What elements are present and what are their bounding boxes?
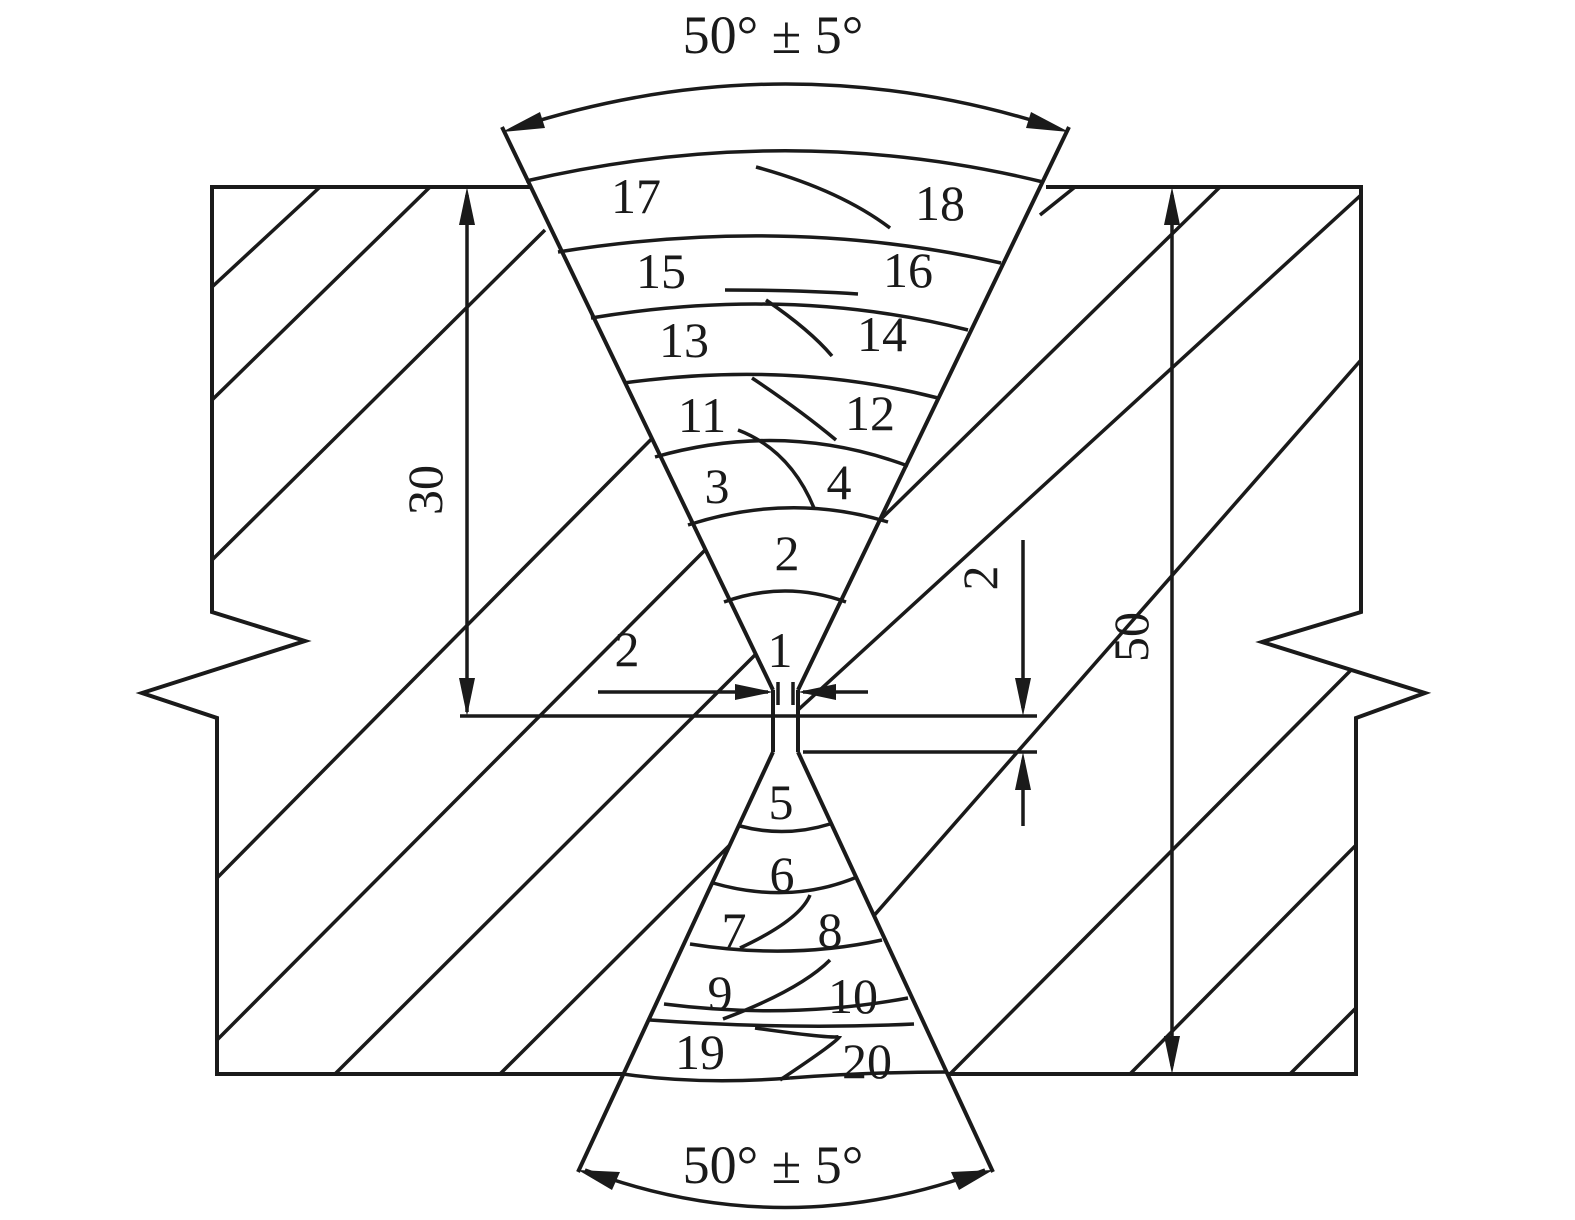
root-face-label: 2 — [952, 566, 1008, 591]
thickness-label: 50 — [1103, 612, 1159, 662]
pass-label-7: 7 — [722, 902, 747, 958]
pass-label-12: 12 — [845, 385, 895, 441]
pass-label-11: 11 — [678, 387, 726, 443]
pass-label-19: 19 — [675, 1024, 725, 1080]
right-plate-outline — [947, 185, 1432, 1076]
root-face-dimension — [803, 540, 1037, 826]
root-gap-dimension — [598, 682, 868, 705]
pass-label-15: 15 — [636, 243, 686, 299]
pass-label-18: 18 — [915, 175, 965, 231]
bottom-angle-dimension — [578, 1168, 993, 1210]
groove-walls — [500, 126, 1071, 1173]
pass-label-6: 6 — [770, 846, 795, 902]
left-plate-outline — [135, 185, 623, 1076]
groove-depth-dimension — [459, 187, 1037, 718]
thickness-dimension — [1164, 187, 1180, 1074]
top-angle-label: 50° ± 5° — [683, 5, 864, 65]
pass-label-9: 9 — [708, 965, 733, 1021]
pass-label-4: 4 — [827, 454, 852, 510]
pass-label-2: 2 — [775, 525, 800, 581]
pass-label-1: 1 — [768, 622, 793, 678]
left-plate-hatching — [210, 187, 773, 1074]
pass-label-20: 20 — [842, 1033, 892, 1089]
pass-label-17: 17 — [611, 168, 661, 224]
pass-label-13: 13 — [659, 312, 709, 368]
pass-label-3: 3 — [705, 458, 730, 514]
pass-label-16: 16 — [883, 242, 933, 298]
pass-label-5: 5 — [769, 774, 794, 830]
pass-label-8: 8 — [818, 902, 843, 958]
weld-pass-boundaries — [525, 149, 1044, 1083]
bottom-angle-label: 50° ± 5° — [683, 1135, 864, 1195]
root-gap-label: 2 — [615, 621, 640, 677]
top-angle-dimension — [502, 82, 1069, 132]
pass-label-14: 14 — [857, 306, 907, 362]
pass-label-10: 10 — [828, 968, 878, 1024]
groove-depth-label: 30 — [397, 465, 453, 515]
right-plate-hatching — [798, 187, 1363, 1074]
